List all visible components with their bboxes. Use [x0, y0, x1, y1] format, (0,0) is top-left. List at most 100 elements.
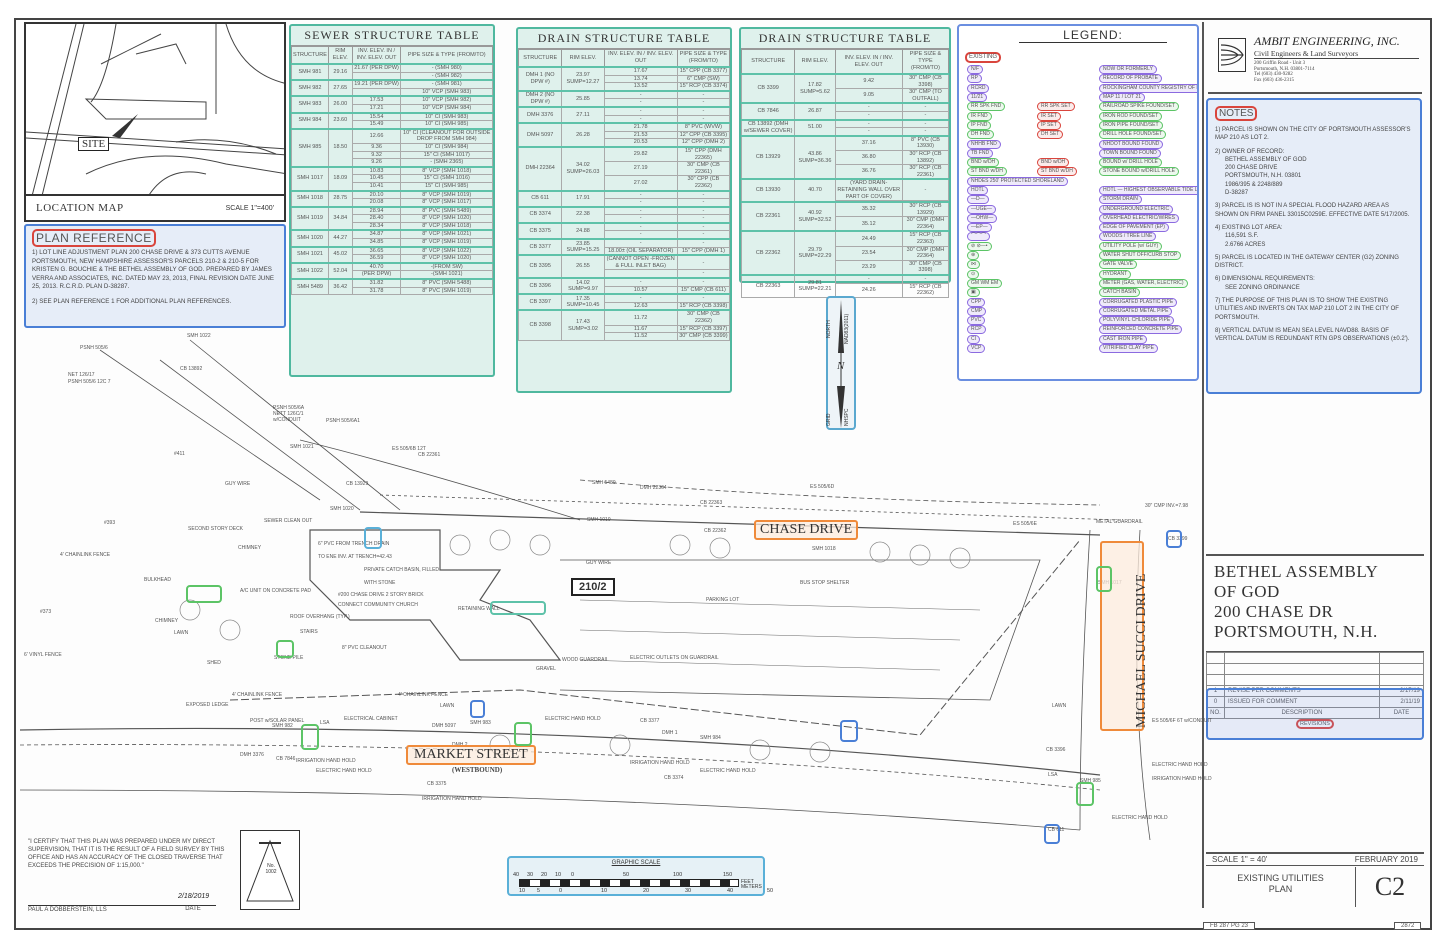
map-annotation: LAWN — [174, 630, 189, 636]
map-annotation: CB 22362 — [704, 528, 727, 534]
sewer-table-title: SEWER STRUCTURE TABLE — [291, 26, 493, 46]
legend-symbol: RP — [967, 74, 982, 84]
map-annotation: BULKHEAD — [144, 577, 171, 583]
col-pipe: PIPE SIZE & TYPE (FROM/TO) — [901, 49, 950, 75]
cell-structure: CB 3375 — [517, 221, 563, 240]
map-annotation: SMH 985 — [1080, 778, 1101, 784]
map-annotation: LAWN — [1052, 703, 1067, 709]
legend-description: OVERHEAD ELECTRIC/WIRES — [1099, 213, 1179, 223]
map-annotation: POST w/SOLAR PANEL — [250, 718, 305, 724]
cell-structure: SMH 982 — [291, 79, 329, 97]
map-annotation: IRRIGATION HAND HOLD — [422, 796, 482, 802]
highlight-smh-1017 — [1096, 566, 1112, 592]
legend-symbol: ⌒⌒⌒ — [967, 232, 991, 242]
legend-set-symbol: BND w/DH — [1037, 158, 1070, 168]
legend-item: —EP—EDGE OF PAVEMENT (EP) — [959, 223, 1197, 233]
cell-inv: 36.80 — [834, 149, 903, 166]
legend-description: EDGE OF PAVEMENT (EP) — [1099, 223, 1169, 233]
cell-pipe: 15" RCP (CB 22362) — [901, 282, 950, 298]
legend-symbol: ⋈ — [967, 260, 980, 270]
cell-pipe: - — [676, 189, 731, 200]
legend-symbol: —OHW— — [967, 213, 998, 223]
map-annotation: 8" PVC CLEANOUT — [342, 645, 387, 651]
map-annotation: IRRIGATION HAND HOLD — [1152, 776, 1212, 782]
legend-symbol: ⊙ — [967, 269, 980, 279]
company-address: 200 Griffin Road - Unit 3 Portsmouth, N.… — [1254, 61, 1315, 83]
map-annotation: #373 — [40, 609, 52, 615]
company-logo-icon — [1218, 38, 1246, 72]
map-annotation: CB 22361 — [418, 452, 441, 458]
map-annotation: WOOD GUARDRAIL — [562, 657, 609, 663]
note-item: 3) PARCEL IS IS NOT IN A SPECIAL FLOOD H… — [1215, 203, 1410, 218]
legend-description: IRON ROD FOUND/SET — [1099, 111, 1163, 121]
legend-description: VITRIFIED CLAY PIPE — [1099, 344, 1158, 354]
cell-inv: 28.94 — [351, 205, 402, 216]
legend-item: —D—STORM DRAIN — [959, 195, 1197, 205]
drain-structure-table-1: DRAIN STRUCTURE TABLE STRUCTURE RIM ELEV… — [516, 27, 732, 393]
map-annotation: ELECTRICAL CABINET — [344, 716, 398, 722]
map-annotation: SMH 5489 — [592, 480, 616, 486]
map-annotation: CHIMNEY — [155, 618, 179, 624]
cell-structure: SMH 5489 — [291, 278, 329, 296]
cell-pipe: 30" CMP (CB 22362) — [676, 309, 731, 326]
site-plan-drawing — [19, 339, 1151, 841]
legend-description: NOW OR FORMERLY — [1099, 65, 1157, 75]
legend-description: HYDRANT — [1099, 269, 1132, 279]
map-annotation: CB 3377 — [640, 718, 660, 724]
feet-tick: 30 — [527, 872, 534, 878]
table-row: CB 13892 (DMH w/SEWER COVER)51.00-- — [740, 118, 950, 137]
cell-inv: 21.67 (PER DPW) — [351, 62, 402, 73]
note-item: 2) OWNER OF RECORD: BETHEL ASSEMBLY OF G… — [1215, 148, 1307, 197]
cell-pipe: 30" CMP (DMH 22364) — [901, 216, 950, 232]
cell-rim: 26.28 — [561, 122, 605, 148]
legend-symbol: RCP — [967, 325, 986, 335]
legend-set-symbol: DH SET — [1037, 130, 1064, 140]
map-annotation: RETAINING WALL — [458, 606, 500, 612]
legend-description: GATE VALVE — [1099, 260, 1138, 270]
cell-inv: (YARD DRAIN- RETAINING WALL OVER PART OF… — [834, 178, 903, 202]
map-annotation: 6' VINYL FENCE — [24, 652, 62, 658]
map-annotation: #393 — [104, 520, 116, 526]
cell-pipe: - — [676, 105, 731, 116]
legend-description: REINFORCED CONCRETE PIPE — [1099, 325, 1183, 335]
legend-description: UTILITY POLE (w/ GUY) — [1099, 241, 1163, 251]
cell-pipe: 30" CMP (CB 3398) — [901, 73, 950, 90]
cell-pipe: - (SMH 981) — [400, 79, 493, 89]
note-item: 1) PARCEL IS SHOWN ON THE CITY OF PORTSM… — [1215, 127, 1413, 142]
legend-description: METER (GAS, WATER, ELECTRIC) — [1099, 278, 1188, 288]
feet-tick: 150 — [723, 872, 733, 878]
cell-inv: 19.21 (PER DPW) — [351, 79, 402, 89]
legend-item: ⌒⌒⌒WOODS / TREE LINE — [959, 232, 1197, 242]
legend-item: ⊘ ⊘—•UTILITY POLE (w/ GUY) — [959, 241, 1197, 251]
north-n-glyph: N — [837, 360, 845, 372]
map-annotation: DMH 5097 — [432, 723, 456, 729]
revisions-highlight — [1206, 688, 1424, 740]
legend-symbol: CMP — [967, 306, 987, 316]
location-map: SITE LOCATION MAP SCALE 1"=400' — [24, 22, 286, 222]
date-label: DATE — [170, 905, 216, 912]
plan-reference-box: PLAN REFERENCE 1) LOT LINE ADJUSTMENT PL… — [24, 224, 286, 328]
map-annotation: GRAVEL — [536, 666, 556, 672]
map-annotation: SMH 982 — [272, 723, 293, 729]
map-annotation: ELECTRIC HAND HOLD — [700, 768, 756, 774]
